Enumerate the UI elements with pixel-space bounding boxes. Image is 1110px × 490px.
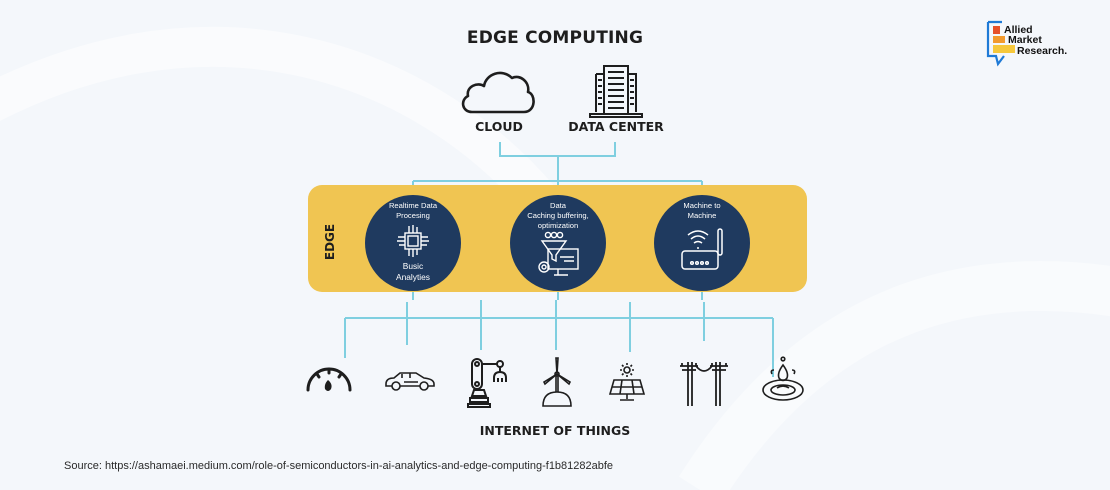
diagram-title: EDGE COMPUTING (466, 28, 644, 48)
iot-label: INTERNET OF THINGS (479, 423, 631, 438)
car-icon (385, 372, 435, 391)
logo-mark-icon (986, 20, 1015, 67)
server-rack-icon (589, 65, 643, 118)
node-1-subtitle-line-2: Analyties (396, 272, 430, 282)
node-1-subtitle-line-1: Busic (402, 261, 424, 271)
logo-text-line-2: Market (1008, 34, 1042, 46)
connector-iot-drops (406, 300, 705, 352)
node-3-title-line-1: Machine to (683, 201, 721, 210)
node-2-title-line-3: optimization (537, 221, 579, 230)
logo-text-line-1: Allied (1004, 24, 1033, 36)
data-funnel-monitor-icon (538, 231, 579, 276)
cloud-label: CLOUD (475, 119, 523, 134)
robotic-arm-icon (467, 358, 507, 408)
wind-turbine-icon (542, 357, 572, 407)
edge-node-data-caching: Data Caching buffering, optimization (510, 195, 606, 291)
solar-panel-icon (608, 363, 646, 401)
water-drop-icon (762, 356, 804, 401)
node-2-title-line-1: Data (549, 201, 567, 210)
cloud-icon (461, 71, 535, 114)
data-center-label: DATA CENTER (568, 119, 664, 134)
wifi-router-icon (681, 228, 723, 270)
edge-node-machine-to-machine: Machine to Machine (654, 195, 750, 291)
connector-cloud-datacenter (499, 142, 616, 157)
power-line-pole-icon (680, 362, 728, 406)
connector-iot-bus (344, 317, 774, 377)
node-2-title-line-2: Caching buffering, (527, 211, 589, 220)
cpu-chip-icon (397, 225, 429, 257)
node-1-title-line-1: Realtime Data (388, 201, 438, 210)
edge-label: EDGE (323, 223, 337, 261)
logo-text-line-3: Research. (1017, 45, 1068, 57)
node-3-title-line-2: Machine (687, 211, 717, 220)
source-citation: Source: https://ashamaei.medium.com/role… (64, 460, 614, 472)
edge-node-realtime-processing: Realtime Data Procesing Busic Analyties (365, 195, 461, 291)
node-1-title-line-2: Procesing (396, 211, 430, 220)
allied-market-research-logo: Allied Market Research. (986, 20, 1086, 68)
gauge-meter-icon (306, 367, 352, 392)
